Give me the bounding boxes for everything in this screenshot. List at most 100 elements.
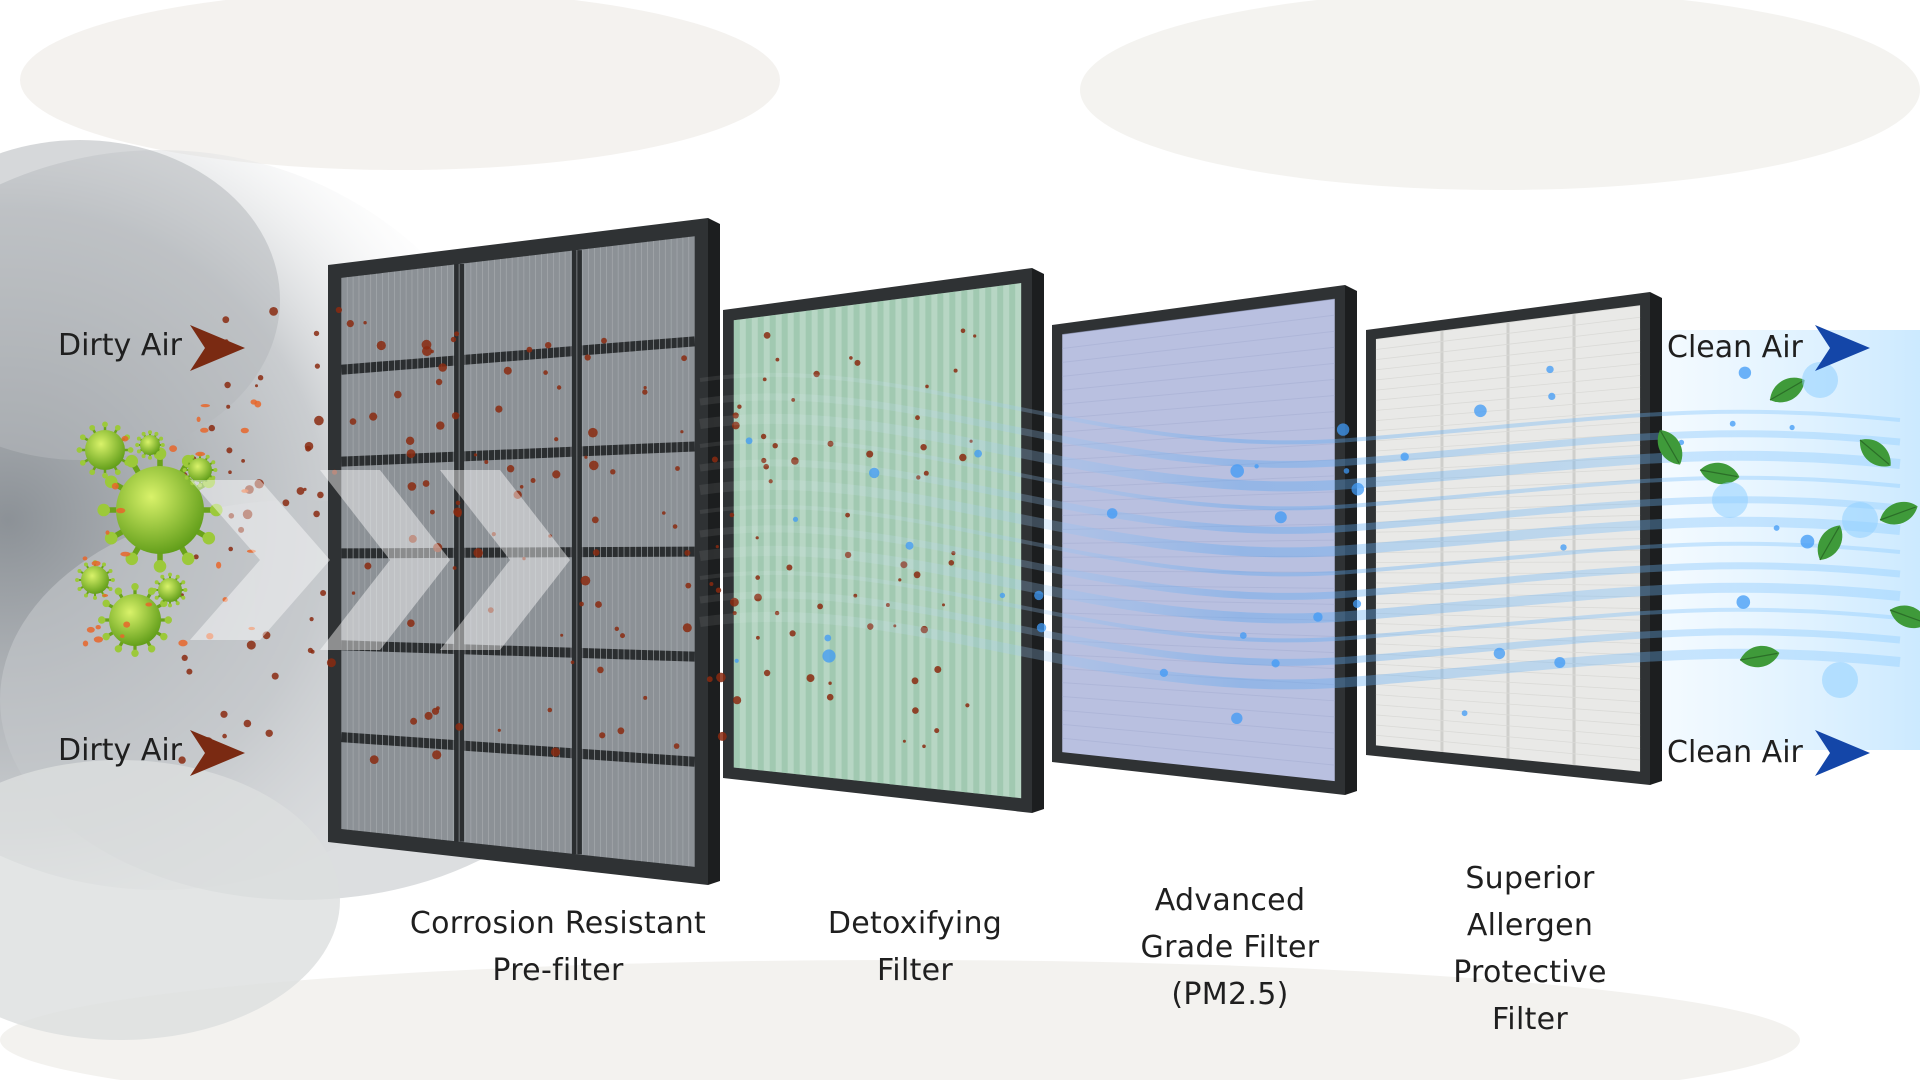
pollutant-speck [254,400,262,408]
air-droplet [1106,508,1118,519]
clean-bubble [1712,482,1748,518]
dirt-particle [473,453,478,457]
caption-line: Superior [1465,861,1595,896]
dirt-particle [560,633,564,637]
virus-icon [76,421,134,479]
dirt-particle [246,640,256,650]
filter-edge [1650,292,1662,785]
dirt-particle [454,331,460,337]
dirty-air-arrow-top [190,325,245,371]
dirt-particle [326,658,336,668]
dirt-particle [228,513,235,519]
pleat-line [1375,386,1641,411]
dirt-particle [314,363,320,369]
pollutant-speck [120,634,125,638]
dirt-particle [394,390,402,399]
air-droplet [974,449,982,458]
pollutant-speck [145,602,153,607]
dirt-particle [193,554,199,560]
virus-icon [97,447,223,573]
dirt-particle [405,436,415,445]
fiber-line [1062,682,1335,702]
pleat [973,288,980,794]
leaf-icon [1859,439,1891,467]
dirt-particle [965,703,970,708]
dirt-particle [430,509,435,515]
dirt-particle [454,510,462,518]
air-droplet [824,634,832,642]
dirt-particle [433,543,443,553]
dirt-particle [226,404,231,409]
dirt-particle [960,328,966,334]
air-droplet [1352,599,1362,609]
airflow-stream [699,504,1901,577]
caption-line: Corrosion Resistant [409,906,707,941]
airflow-stream [699,545,1901,624]
dirt-particle [580,575,591,586]
leaf-icon [1699,462,1740,485]
filter-caption-allergen-filter: Superior Allergen Protective Filter [1395,855,1665,1043]
air-droplet [1548,392,1556,400]
pleat [745,317,752,770]
dirt-particle [369,412,378,421]
dirt-particle [643,386,647,390]
dirt-particle [547,707,553,713]
chevron-arrow-icon [1815,730,1870,776]
pleat [937,293,944,790]
dirt-particle [332,469,338,475]
pleat-line [1375,410,1641,432]
clean-air-arrow-top [1815,325,1870,371]
pleat [817,308,824,778]
dirt-particle [484,460,489,464]
pleat-line [1375,375,1641,401]
dirt-particle [948,560,955,566]
dirt-particle [422,480,430,487]
dirt-particle [436,421,445,430]
pollutant-speck [200,427,209,433]
air-droplet [734,658,739,663]
airflow-layer [699,365,1901,724]
dirt-particle [717,731,727,741]
dirt-particle [715,587,722,593]
dirt-particle [407,619,415,627]
dirt-particle [305,445,311,452]
dirt-particle [763,669,771,677]
pollutant-speck [206,633,214,640]
dirt-particle [228,470,232,475]
airflow-stream [699,570,1901,643]
clean-bubble [1822,662,1858,698]
dirt-particle [186,668,193,675]
pollutant-speck [169,445,178,452]
caption-line: Detoxifying [827,906,1003,941]
pollutant-speck [86,626,95,633]
pleat-line [1375,479,1641,493]
pollutant-speck [82,556,88,561]
dirt-particle [407,482,417,491]
dirt-particle [729,512,735,518]
leaves-layer [1657,362,1920,698]
caption-line: Pre-filter [492,953,624,988]
dirt-particle [530,478,536,483]
leaf-icon [1879,501,1918,525]
clean-air-arrow-bottom [1815,730,1870,776]
pleat [877,300,884,784]
pleat [985,286,992,796]
dirt-particle [313,330,320,337]
pollutant-speck [116,507,126,514]
dirt-particle [579,601,584,607]
fiber-line [1062,378,1335,405]
pleat-line [1375,340,1641,371]
air-droplet [1271,659,1280,668]
dirt-particle [313,510,320,518]
dirt-particle [421,339,432,350]
caption-line: Advanced [1154,883,1306,918]
fiber-line [1062,314,1335,350]
dirt-particle [181,654,188,662]
pollutant-speck [196,416,201,422]
dirt-particle [455,723,464,731]
dirt-particle [806,674,815,683]
dirt-particle [271,672,279,680]
pleat-line [1375,363,1641,391]
pollutant-speck [240,427,249,434]
dirt-particle [552,470,561,479]
